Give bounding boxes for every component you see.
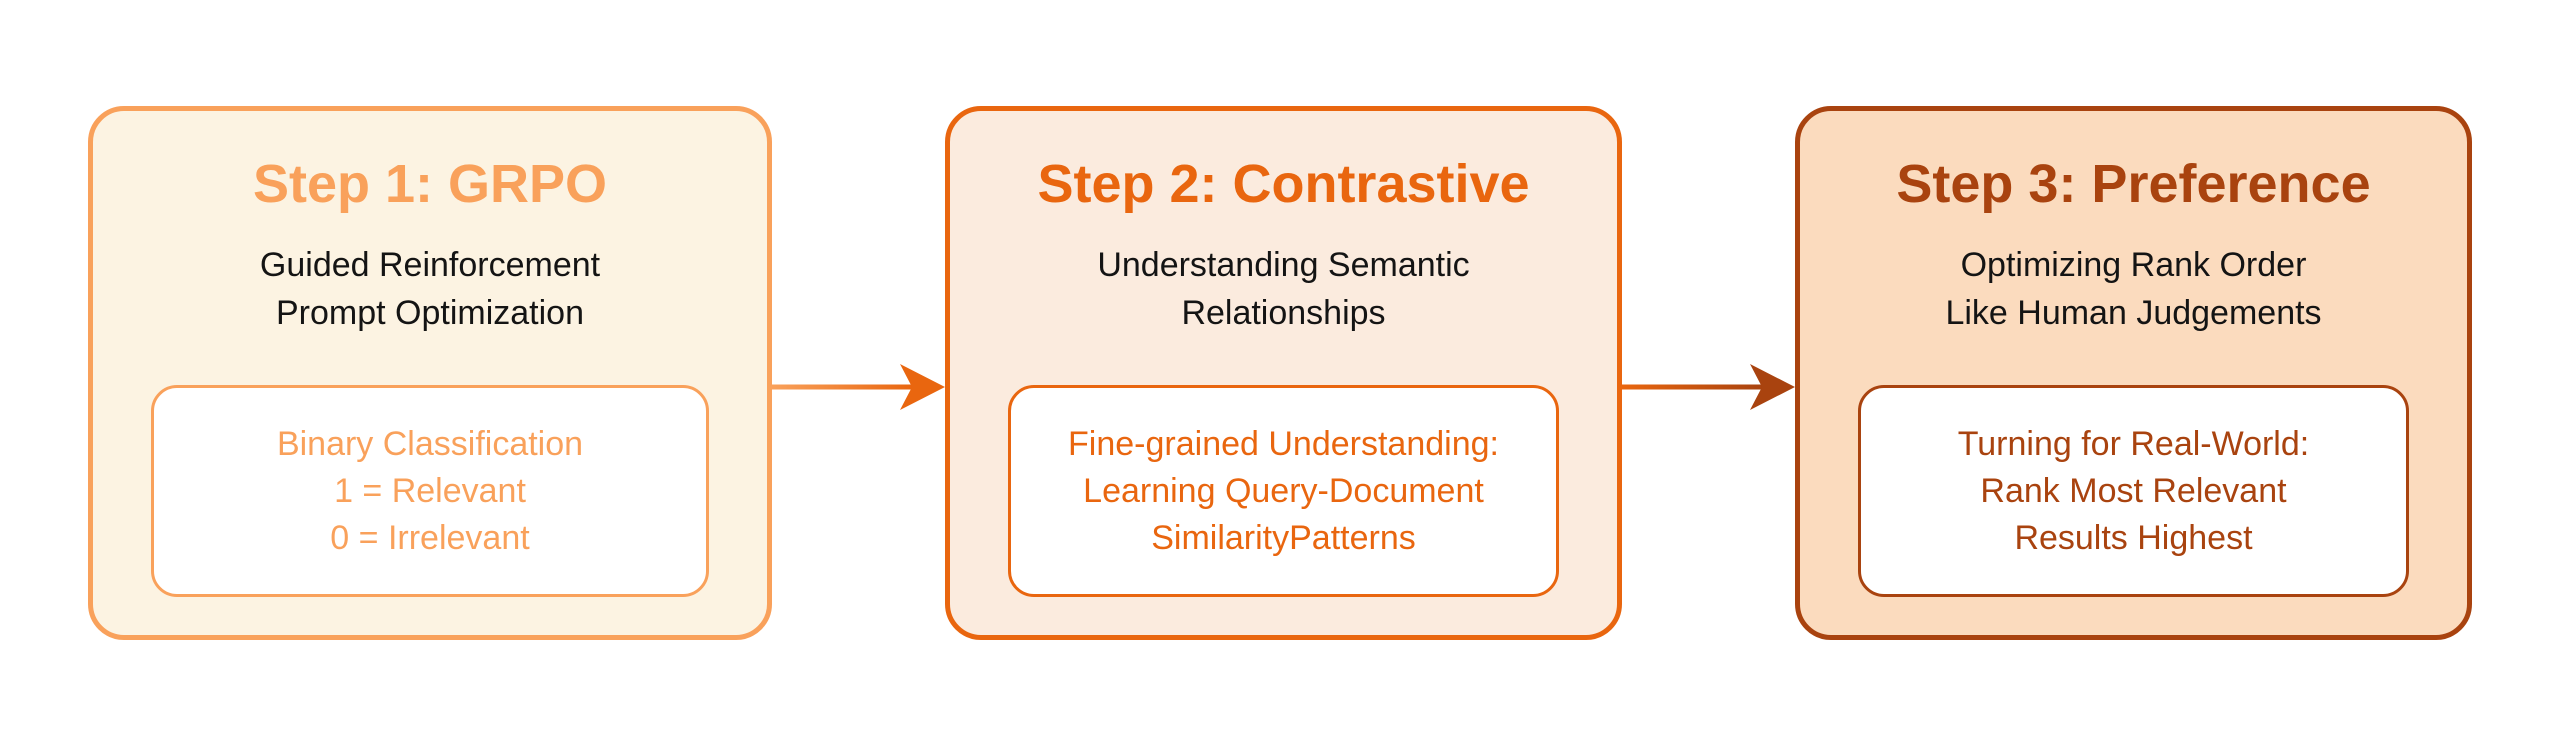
- arrow-head: [900, 364, 945, 410]
- step-2-title: Step 2: Contrastive: [1037, 154, 1530, 214]
- step-3-title: Step 3: Preference: [1896, 154, 2371, 214]
- step-1-title: Step 1: GRPO: [252, 154, 608, 214]
- step-2-card-text: Fine-grained Understanding: Learning Que…: [1068, 424, 1499, 557]
- arrow-shaft: [772, 384, 912, 390]
- step-2-box: Step 2: Contrastive Understanding Semant…: [945, 106, 1622, 640]
- step-1-subtitle: Guided Reinforcement Prompt Optimization: [259, 246, 601, 332]
- step-3-box: Step 3: Preference Optimizing Rank Order…: [1795, 106, 2472, 640]
- step-2-subtitle: Understanding Semantic Relationships: [1097, 246, 1470, 332]
- step-1-box: Step 1: GRPO Guided Reinforcement Prompt…: [88, 106, 772, 640]
- arrow-shaft: [1622, 384, 1762, 390]
- arrow-right-icon: [1622, 364, 1795, 410]
- step-3-card-text: Turning for Real-World: Rank Most Releva…: [1957, 424, 2310, 557]
- arrow-head: [1750, 364, 1795, 410]
- arrow-right-icon: [772, 364, 945, 410]
- step-3-subtitle: Optimizing Rank Order Like Human Judgeme…: [1945, 246, 2322, 332]
- step-1-detail-card: Binary Classification 1 = Relevant 0 = I…: [151, 385, 709, 597]
- step-1-card-text: Binary Classification 1 = Relevant 0 = I…: [276, 424, 584, 557]
- step-3-detail-card: Turning for Real-World: Rank Most Releva…: [1858, 385, 2409, 597]
- step-2-detail-card: Fine-grained Understanding: Learning Que…: [1008, 385, 1559, 597]
